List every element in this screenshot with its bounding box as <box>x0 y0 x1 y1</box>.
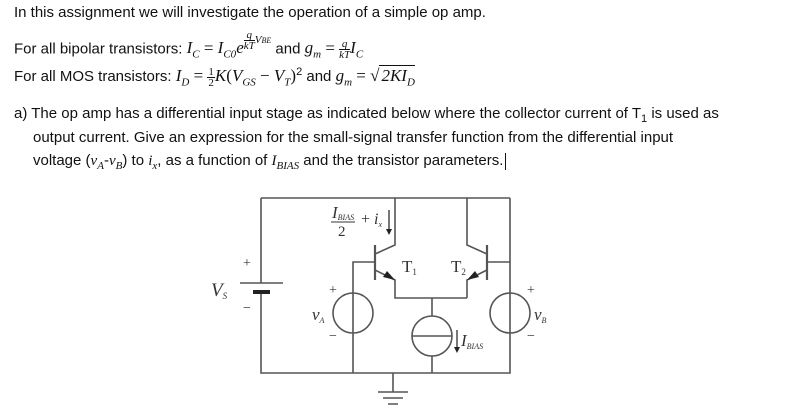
va-plus: + <box>329 283 337 298</box>
ground-symbol <box>378 373 408 405</box>
va-label: vA <box>312 305 325 325</box>
equals: = <box>321 38 340 58</box>
ic-symbol: IC <box>350 38 364 61</box>
gm-symbol: gm <box>304 38 322 61</box>
ibias-label: IBIAS <box>460 331 483 351</box>
minus: − <box>255 66 274 85</box>
vgs-symbol: VGS <box>231 66 256 89</box>
id-symbol: ID <box>175 66 190 89</box>
intro-text: In this assignment we will investigate t… <box>14 4 486 21</box>
part-a-line-3[interactable]: voltage (vA-vB) to ix, as a function of … <box>33 152 507 172</box>
square: 2 <box>296 66 303 78</box>
t1-collector <box>374 198 396 255</box>
t2-emitter-arrow <box>467 271 479 280</box>
vs-plus: + <box>243 256 251 271</box>
and-text: and <box>271 40 305 58</box>
wire-left <box>260 198 511 374</box>
t1-emitter-arrow <box>383 271 395 280</box>
sqrt-sign: √ <box>370 66 380 85</box>
t2-label: T2 <box>451 257 466 277</box>
va-minus: − <box>329 329 337 344</box>
paren: ( <box>226 66 232 85</box>
vb-minus: − <box>527 329 535 344</box>
battery-short-plate <box>253 290 270 294</box>
equals: = <box>352 66 371 85</box>
top-current-numerator: IBIAS <box>331 203 354 222</box>
text-cursor <box>505 152 507 170</box>
paren: ) <box>290 66 297 85</box>
part-a-line-2: output current. Give an expression for t… <box>33 129 674 146</box>
vb-label: vB <box>534 305 547 325</box>
t2-collector <box>466 198 488 255</box>
and-text: and <box>302 68 336 85</box>
vs-minus: − <box>243 301 251 316</box>
equals: = <box>189 66 208 85</box>
top-current-denominator: 2 <box>338 224 346 240</box>
ic0-symbol: IC0e <box>217 38 244 61</box>
vt-symbol: VT <box>273 66 291 89</box>
top-current-ix: + ix <box>361 211 382 229</box>
ic-symbol: IC <box>186 38 200 61</box>
gm-symbol: gm <box>335 66 353 89</box>
vb-plus: + <box>527 283 535 298</box>
vb-source <box>489 292 531 334</box>
mos-label: For all MOS transistors: <box>14 68 176 85</box>
vs-label: VS <box>211 280 228 301</box>
k-symbol: K <box>214 66 227 85</box>
t1-label: T1 <box>402 257 417 277</box>
t1-base-wire <box>352 261 375 373</box>
bipolar-label: For all bipolar transistors: <box>14 40 187 58</box>
part-a-line-1: a) The op amp has a differential input s… <box>14 105 719 125</box>
va-source <box>332 292 374 334</box>
equals: = <box>199 38 218 58</box>
sqrt-argument: 2KID <box>379 65 415 89</box>
